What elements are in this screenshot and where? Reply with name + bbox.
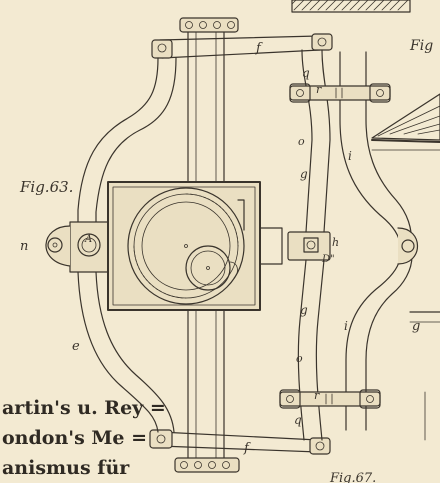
label-a: A xyxy=(84,234,92,245)
right-curved-bar xyxy=(339,51,419,431)
partial-right-figure xyxy=(371,93,440,441)
label-o-top: o xyxy=(298,135,305,148)
label-i-top: i xyxy=(348,149,352,163)
bottom-link xyxy=(149,429,331,455)
label-r-bottom: r xyxy=(314,389,320,402)
left-curved-frame xyxy=(77,57,177,433)
label-i-bottom: i xyxy=(344,319,348,333)
caption-line-2: ondon's Me = xyxy=(2,427,147,449)
caption-line-3: anismus für xyxy=(2,457,130,479)
label-e: e xyxy=(72,339,80,354)
top-link xyxy=(151,33,333,59)
label-g-mid: g xyxy=(300,303,308,317)
label-n: n xyxy=(20,239,28,254)
main-housing xyxy=(107,181,261,311)
fig-top-right-label: Fig xyxy=(409,38,433,54)
label-q-bottom: q xyxy=(294,413,302,427)
top-bearing-block xyxy=(179,17,239,33)
fig-63-label: Fig.63. xyxy=(19,178,73,196)
upper-clamp xyxy=(289,83,391,103)
label-o-bottom: o xyxy=(296,352,303,365)
bottom-bearing-block xyxy=(174,457,240,473)
fig-67-label: Fig.67. xyxy=(329,471,376,483)
label-h: h xyxy=(332,236,339,249)
label-g-right: g xyxy=(412,319,420,334)
left-lug xyxy=(45,221,113,273)
caption-line-1: artin's u. Rey = xyxy=(2,397,166,419)
lower-clamp xyxy=(279,389,381,409)
label-f-top: f xyxy=(255,41,263,56)
label-d: D" xyxy=(321,254,335,265)
label-r-top: r xyxy=(316,83,322,96)
cross-connector xyxy=(259,227,331,265)
label-g-top: g xyxy=(300,167,308,181)
label-q-top: q xyxy=(302,66,310,80)
label-f-bottom: f xyxy=(243,441,251,456)
hatched-block xyxy=(291,0,411,13)
